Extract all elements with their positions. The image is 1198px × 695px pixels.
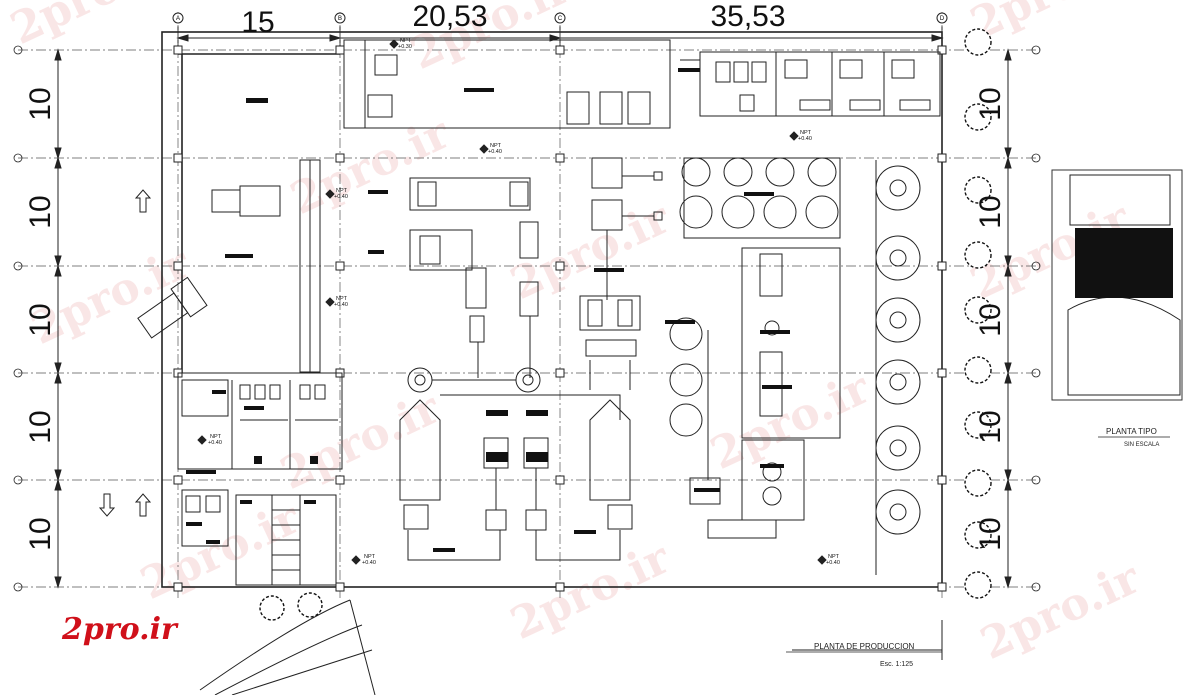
outer-walls [161,31,943,588]
npt-label: NPT [336,296,348,302]
drawing-linework [13,12,1183,695]
tree-icon [964,356,992,384]
npt-label: NPT [800,130,812,136]
level-labels: NPT +0.30 NPT +0.40 NPT +0.40 NPT +0.40 … [208,38,840,566]
watermark: 2pro.ir [283,107,458,225]
tree-icon [964,28,992,56]
tree-icon [964,521,992,549]
tree-icon [964,411,992,439]
dimension-labels: 15 20,53 35,53 10 10 10 10 10 10 10 10 1… [24,0,1007,551]
tree-icon [964,296,992,324]
tree-icon [964,241,992,269]
left-dimension-chain [54,48,62,589]
left-dimension: 10 [24,303,57,336]
main-scale: Esc. 1:125 [880,661,913,668]
grid-bubble-label: D [940,16,945,22]
watermark: 2pro.ir [503,532,678,650]
watermark: 2pro.ir [3,0,178,55]
npt-label: NPT [364,554,376,560]
npt-value: +0.40 [362,560,376,566]
tree-icon [964,571,992,599]
down-arrow-icon [98,493,116,517]
up-arrow-icon [134,189,152,213]
npt-value: +0.30 [398,44,412,50]
right-dimension-chain [1004,48,1012,589]
process-line-left [399,177,633,561]
right-dimension: 10 [974,303,1007,336]
top-dimension-2: 20,53 [412,0,487,33]
trees [259,28,992,621]
left-dimension: 10 [24,195,57,228]
grid-bubble-label: B [338,16,342,22]
npt-label: NPT [490,143,502,149]
level-marker-symbols [197,39,827,565]
truck-bay [137,159,321,373]
npt-label: NPT [336,188,348,194]
title-blocks: PLANTA TIPO SIN ESCALA PLANTA DE PRODUCC… [786,427,1170,668]
watermark: 2pro.ir [703,362,878,480]
grid-bubble-label: C [558,16,563,22]
npt-value: +0.40 [798,136,812,142]
process-line-center [579,157,663,390]
brand-logo: 2pro.ir [62,612,177,647]
main-title: PLANTA DE PRODUCCION [814,642,915,651]
left-dimension: 10 [24,517,57,550]
inset-subtitle: SIN ESCALA [1124,442,1159,448]
restroom-block [177,372,343,586]
right-dimension: 10 [974,87,1007,120]
right-dimension: 10 [974,410,1007,443]
direction-arrows [98,189,152,517]
exterior-landscape [199,599,943,695]
npt-value: +0.40 [208,440,222,446]
npt-label: NPT [828,554,840,560]
watermark: 2pro.ir [273,382,448,500]
tree-icon [259,595,285,621]
npt-label: NPT [400,38,412,44]
right-dimension: 10 [974,195,1007,228]
office-strip [343,39,941,129]
npt-value: +0.40 [334,194,348,200]
left-dimension: 10 [24,410,57,443]
grid-bubble-label: A [176,16,180,22]
tree-icon [297,592,323,618]
top-dimension-3: 35,53 [710,0,785,33]
top-dimension-1: 15 [241,6,274,39]
right-dimension: 10 [974,517,1007,550]
tree-icon [964,469,992,497]
npt-label: NPT [210,434,222,440]
npt-value: +0.40 [488,149,502,155]
up-arrow-icon [134,493,152,517]
grid-bubbles-top: A B C D [172,12,948,24]
grid-bubbles-side [13,45,1041,592]
tank-column-right [875,160,921,575]
watermark: 2pro.ir [973,552,1148,670]
tank-grid [669,157,841,539]
inset-plan [1051,169,1183,401]
npt-value: +0.40 [826,560,840,566]
left-dimension: 10 [24,87,57,120]
npt-value: +0.40 [334,302,348,308]
equipment-blocks [186,68,1173,552]
tree-icon [964,103,992,131]
inset-title: PLANTA TIPO [1106,427,1157,436]
tree-icon [964,176,992,204]
